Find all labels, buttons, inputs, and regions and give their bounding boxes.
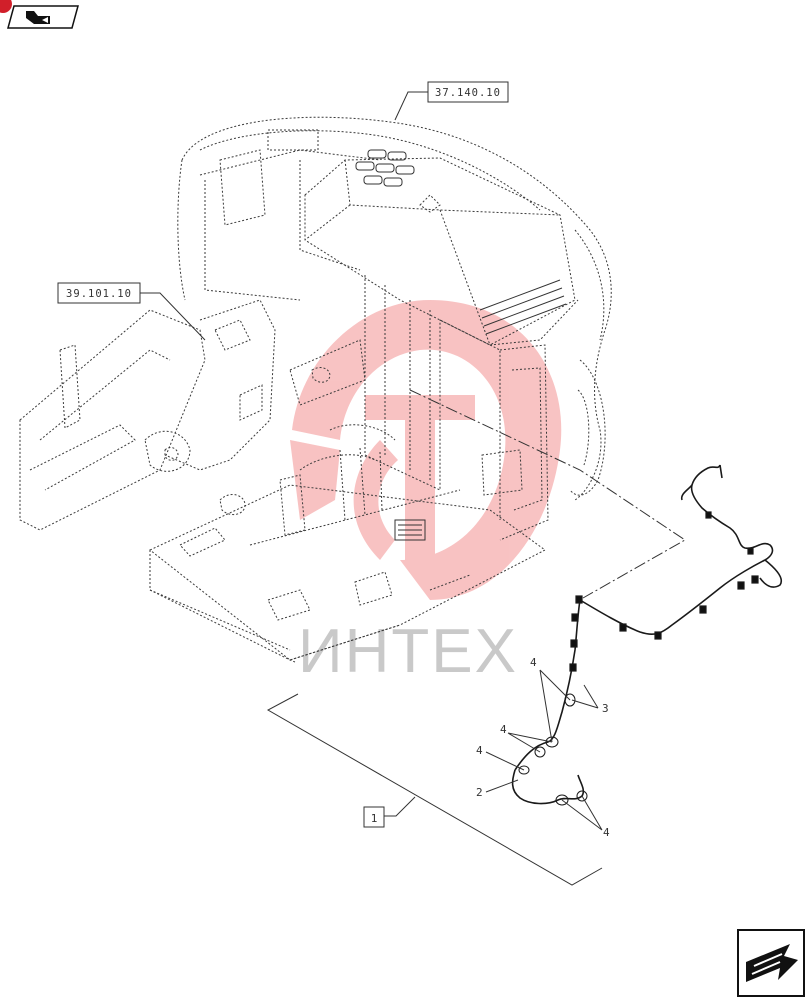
page-badge-icon	[0, 0, 12, 13]
watermark-logo	[290, 300, 562, 600]
wire-harness	[511, 464, 783, 806]
next-page-arrow-icon	[746, 944, 798, 982]
leader-line-frame	[140, 292, 206, 341]
callout-assembly-text: 1	[371, 812, 378, 825]
callout-assembly[interactable]: 1	[363, 806, 385, 828]
watermark-text: ИНТЕХ	[298, 617, 518, 686]
prev-page-arrow-icon	[26, 11, 50, 24]
callout-tie-b[interactable]: 4	[500, 723, 507, 736]
assembly-bracket	[266, 693, 603, 886]
reference-label-frame-text: 39.101.10	[66, 288, 132, 300]
callout-tie-a[interactable]: 4	[530, 656, 537, 669]
reference-label-upper-structure[interactable]: 37.140.10	[427, 81, 509, 103]
reference-label-frame[interactable]: 39.101.10	[57, 282, 141, 304]
next-page-button[interactable]	[737, 929, 805, 997]
leader-line-upper-structure	[394, 91, 428, 121]
callout-clamp[interactable]: 3	[602, 702, 609, 715]
callout-tie-c[interactable]: 4	[476, 744, 483, 757]
excavator-upper-structure-drawing	[19, 116, 612, 663]
callout-tie-d[interactable]: 4	[603, 826, 610, 839]
callout-harness[interactable]: 2	[476, 786, 483, 799]
prev-page-button[interactable]	[0, 0, 79, 29]
installation-line	[409, 389, 686, 599]
callout-leaders	[384, 669, 603, 831]
reference-label-upper-structure-text: 37.140.10	[435, 87, 501, 99]
